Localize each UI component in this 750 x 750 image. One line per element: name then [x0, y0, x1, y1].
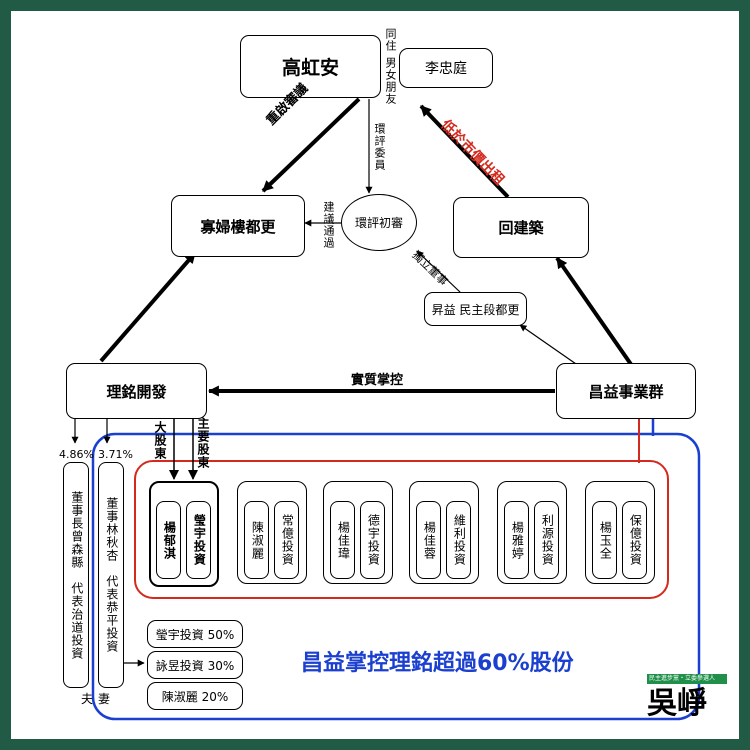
- shareholder-6-person: 楊玉全: [592, 501, 617, 579]
- shareholder-2-person: 陳淑麗: [244, 501, 269, 579]
- node-huanping: 環評初審: [341, 194, 417, 251]
- node-gao: 高虹安: [240, 35, 381, 98]
- label-zhuyao: 主要股東: [196, 417, 210, 469]
- shareholder-2-b-text: 常億投資: [280, 514, 295, 566]
- label-huanpingwei: 環評委員: [373, 123, 386, 171]
- headline: 昌益掌控理銘超過60%股份: [301, 651, 574, 676]
- arrow-changyi-to-huijian: [555, 256, 639, 375]
- arrow-shengyi-to-huanping: [416, 250, 462, 294]
- spouse-wife: 妻: [98, 692, 111, 706]
- shareholder-5-company: 利源投資: [534, 501, 559, 579]
- label-shizhi: 實質掌控: [351, 373, 404, 388]
- director-2-text: 董事林秋杏 代表恭平投資: [104, 497, 119, 653]
- shareholder-1-company: 瑩宇投資: [186, 501, 211, 579]
- shareholder-3-person: 楊佳瑋: [330, 501, 355, 579]
- shareholder-1-b-text: 瑩宇投資: [192, 514, 207, 566]
- sub-holding-chen: 陳淑麗 20%: [147, 682, 243, 710]
- arrow-gao-to-guafu: [261, 97, 361, 193]
- label-dagudong: 大股東: [153, 421, 167, 460]
- shareholder-4-a-text: 楊佳蓉: [422, 520, 437, 560]
- shareholder-2-company: 常億投資: [274, 501, 299, 579]
- arrow-liming-to-guafu: [99, 251, 197, 363]
- shareholder-5-b-text: 利源投資: [540, 514, 555, 566]
- node-shengyi: 昇益 民主段都更: [424, 292, 527, 326]
- director-1-text: 董事長曾森縣 代表治道投資: [69, 490, 84, 660]
- shareholder-6-company: 保億投資: [622, 501, 647, 579]
- diagram-canvas: 高虹安 同住 男女朋友 李忠庭 寡婦樓都更 建議通過 環評初審 回建築 昇益 民…: [11, 11, 739, 739]
- shareholder-2-a-text: 陳淑麗: [250, 520, 265, 560]
- shareholder-5-a-text: 楊雅婷: [510, 520, 525, 560]
- shareholder-6-b-text: 保億投資: [628, 514, 643, 566]
- node-liming: 理銘開發: [66, 363, 207, 419]
- node-li: 李忠庭: [399, 48, 493, 88]
- shareholder-1-person: 楊郁淇: [156, 501, 181, 579]
- connector-layer: [71, 97, 701, 721]
- director-1: 董事長曾森縣 代表治道投資: [63, 462, 89, 688]
- director-1-pct: 4.86%: [59, 448, 94, 461]
- director-2-pct: 3.71%: [98, 448, 133, 461]
- shareholder-4-person: 楊佳蓉: [416, 501, 441, 579]
- candidate-logo: 民主進步黨・立委參選人 吳崢: [647, 674, 727, 734]
- sub-holding-yingyu: 瑩宇投資 50%: [147, 620, 243, 648]
- director-2: 董事林秋杏 代表恭平投資: [98, 462, 124, 688]
- shareholder-4-b-text: 維利投資: [452, 514, 467, 566]
- shareholder-frame: [134, 460, 669, 599]
- shareholder-1-a-text: 楊郁淇: [162, 520, 177, 560]
- changyi-control-frame: [91, 432, 701, 721]
- node-huijian: 回建築: [453, 197, 589, 258]
- shareholder-4-company: 維利投資: [446, 501, 471, 579]
- shareholder-5-person: 楊雅婷: [504, 501, 529, 579]
- label-nannv: 男女朋友: [384, 57, 397, 105]
- label-tongzhu: 同住: [384, 28, 397, 52]
- node-guafu: 寡婦樓都更: [171, 195, 305, 257]
- sub-holding-yongyu: 詠昱投資 30%: [147, 651, 243, 679]
- shareholder-6-a-text: 楊玉全: [598, 520, 613, 560]
- arrow-huijian-to-li: [419, 104, 510, 199]
- spouse-husband: 夫: [81, 692, 94, 706]
- logo-name: 吳崢: [647, 686, 707, 721]
- shareholder-3-a-text: 楊佳瑋: [336, 520, 351, 560]
- shareholder-3-company: 德宇投資: [360, 501, 385, 579]
- shareholder-3-b-text: 德宇投資: [366, 514, 381, 566]
- node-changyi: 昌益事業群: [556, 363, 696, 419]
- label-jianyi: 建議通過: [322, 201, 335, 249]
- logo-tagline: 民主進步黨・立委參選人: [647, 674, 727, 684]
